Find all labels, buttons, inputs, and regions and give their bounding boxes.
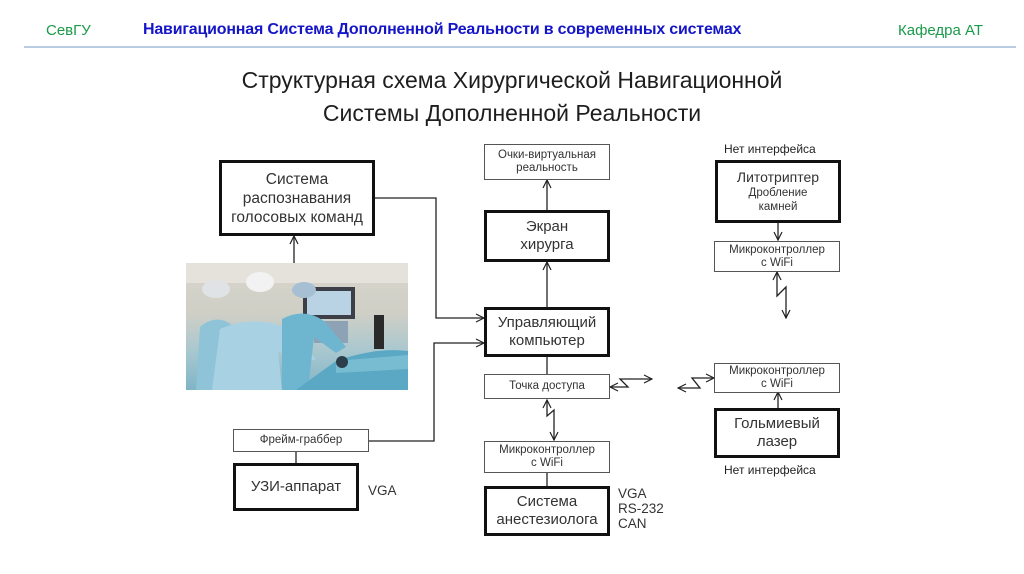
wire-voice-to-pc [374,197,484,318]
litho-line2: Дробление [748,187,808,199]
operating-room-illustration [186,263,408,390]
mcu-litho-line1: Микроконтроллер [729,243,825,256]
voice-line2: распознавания [242,189,352,207]
laser-line1: Гольмиевый [734,415,820,432]
pc-line1: Управляющий [497,314,597,331]
slide-title-line2: Системы Дополненной Реальности [322,100,702,126]
mcu-anesthesia-box: Микроконтроллер с WiFi [484,441,610,473]
mcu-laser-line2: с WiFi [761,378,793,390]
frame-grabber-box: Фрейм-граббер [233,429,369,452]
slide-title: Структурная схема Хирургической Навигаци… [150,64,874,130]
ap-label: Точка доступа [509,380,585,392]
screen-line1: Экран [525,218,569,235]
mcu-litho-line2: с WiFi [761,256,793,269]
anesth-interface-vga: VGA [618,486,647,501]
voice-line1: Система [265,170,329,188]
header-department: Кафедра АТ [898,22,984,39]
mcu-laser-line1: Микроконтроллер [729,365,825,377]
anesth-interface-can: CAN [618,516,647,531]
vr-line1: Очки-виртуальная [498,149,596,161]
anesth-line1: Система [516,493,578,510]
mcu-lithotripter-box: Микроконтроллер с WiFi [714,241,840,272]
anesth-line2: анестезиолога [496,511,598,528]
litho-line1: Литотриптер [736,169,820,185]
ultrasound-box: УЗИ-аппарат [233,463,359,511]
anesthesia-system-box: Система анестезиолога [484,486,610,536]
wireless-ap-mcu-anesth [547,400,554,440]
voice-recognition-box: Система распознавания голосовых команд [219,160,375,236]
vr-glasses-box: Очки-виртуальная реальность [484,144,610,180]
laser-no-interface: Нет интерфейса [724,463,816,477]
wireless-litho-mcu [777,272,786,318]
laser-box: Гольмиевый лазер [714,408,840,458]
anesthesia-interfaces: VGA RS-232 CAN [618,486,664,531]
wireless-laser-mcu [678,378,714,388]
anesth-interface-rs232: RS-232 [618,501,664,516]
grabber-label: Фрейм-граббер [259,434,343,446]
lithotripter-box: Литотриптер Дробление камней [715,160,841,223]
slide-header: СевГУ Навигационная Система Дополненной … [0,0,1024,48]
header-divider [24,46,1016,48]
ultrasound-label: УЗИ-аппарат [250,478,342,495]
operating-room-photo [186,263,408,390]
wire-grabber-to-pc [369,343,484,442]
lithotripter-no-interface: Нет интерфейса [724,142,816,156]
litho-line3: камней [758,201,798,213]
access-point-box: Точка доступа [484,374,610,399]
mcu-laser-box: Микроконтроллер с WiFi [714,363,840,393]
surgeon-screen-box: Экран хирурга [484,210,610,262]
ultrasound-interface: VGA [368,483,397,498]
header-university: СевГУ [46,22,91,39]
pc-line2: компьютер [509,332,585,349]
mcu-anesth-line1: Микроконтроллер [499,444,595,456]
mcu-anesth-line2: с WiFi [531,457,563,469]
control-computer-box: Управляющий компьютер [484,307,610,357]
screen-line2: хирурга [520,236,574,253]
voice-line3: голосовых команд [231,208,363,226]
wireless-ap-right [610,379,652,387]
header-topic: Навигационная Система Дополненной Реальн… [143,21,742,38]
slide-title-line1: Структурная схема Хирургической Навигаци… [241,67,783,93]
vr-line2: реальность [516,162,578,174]
laser-line2: лазер [756,433,798,450]
